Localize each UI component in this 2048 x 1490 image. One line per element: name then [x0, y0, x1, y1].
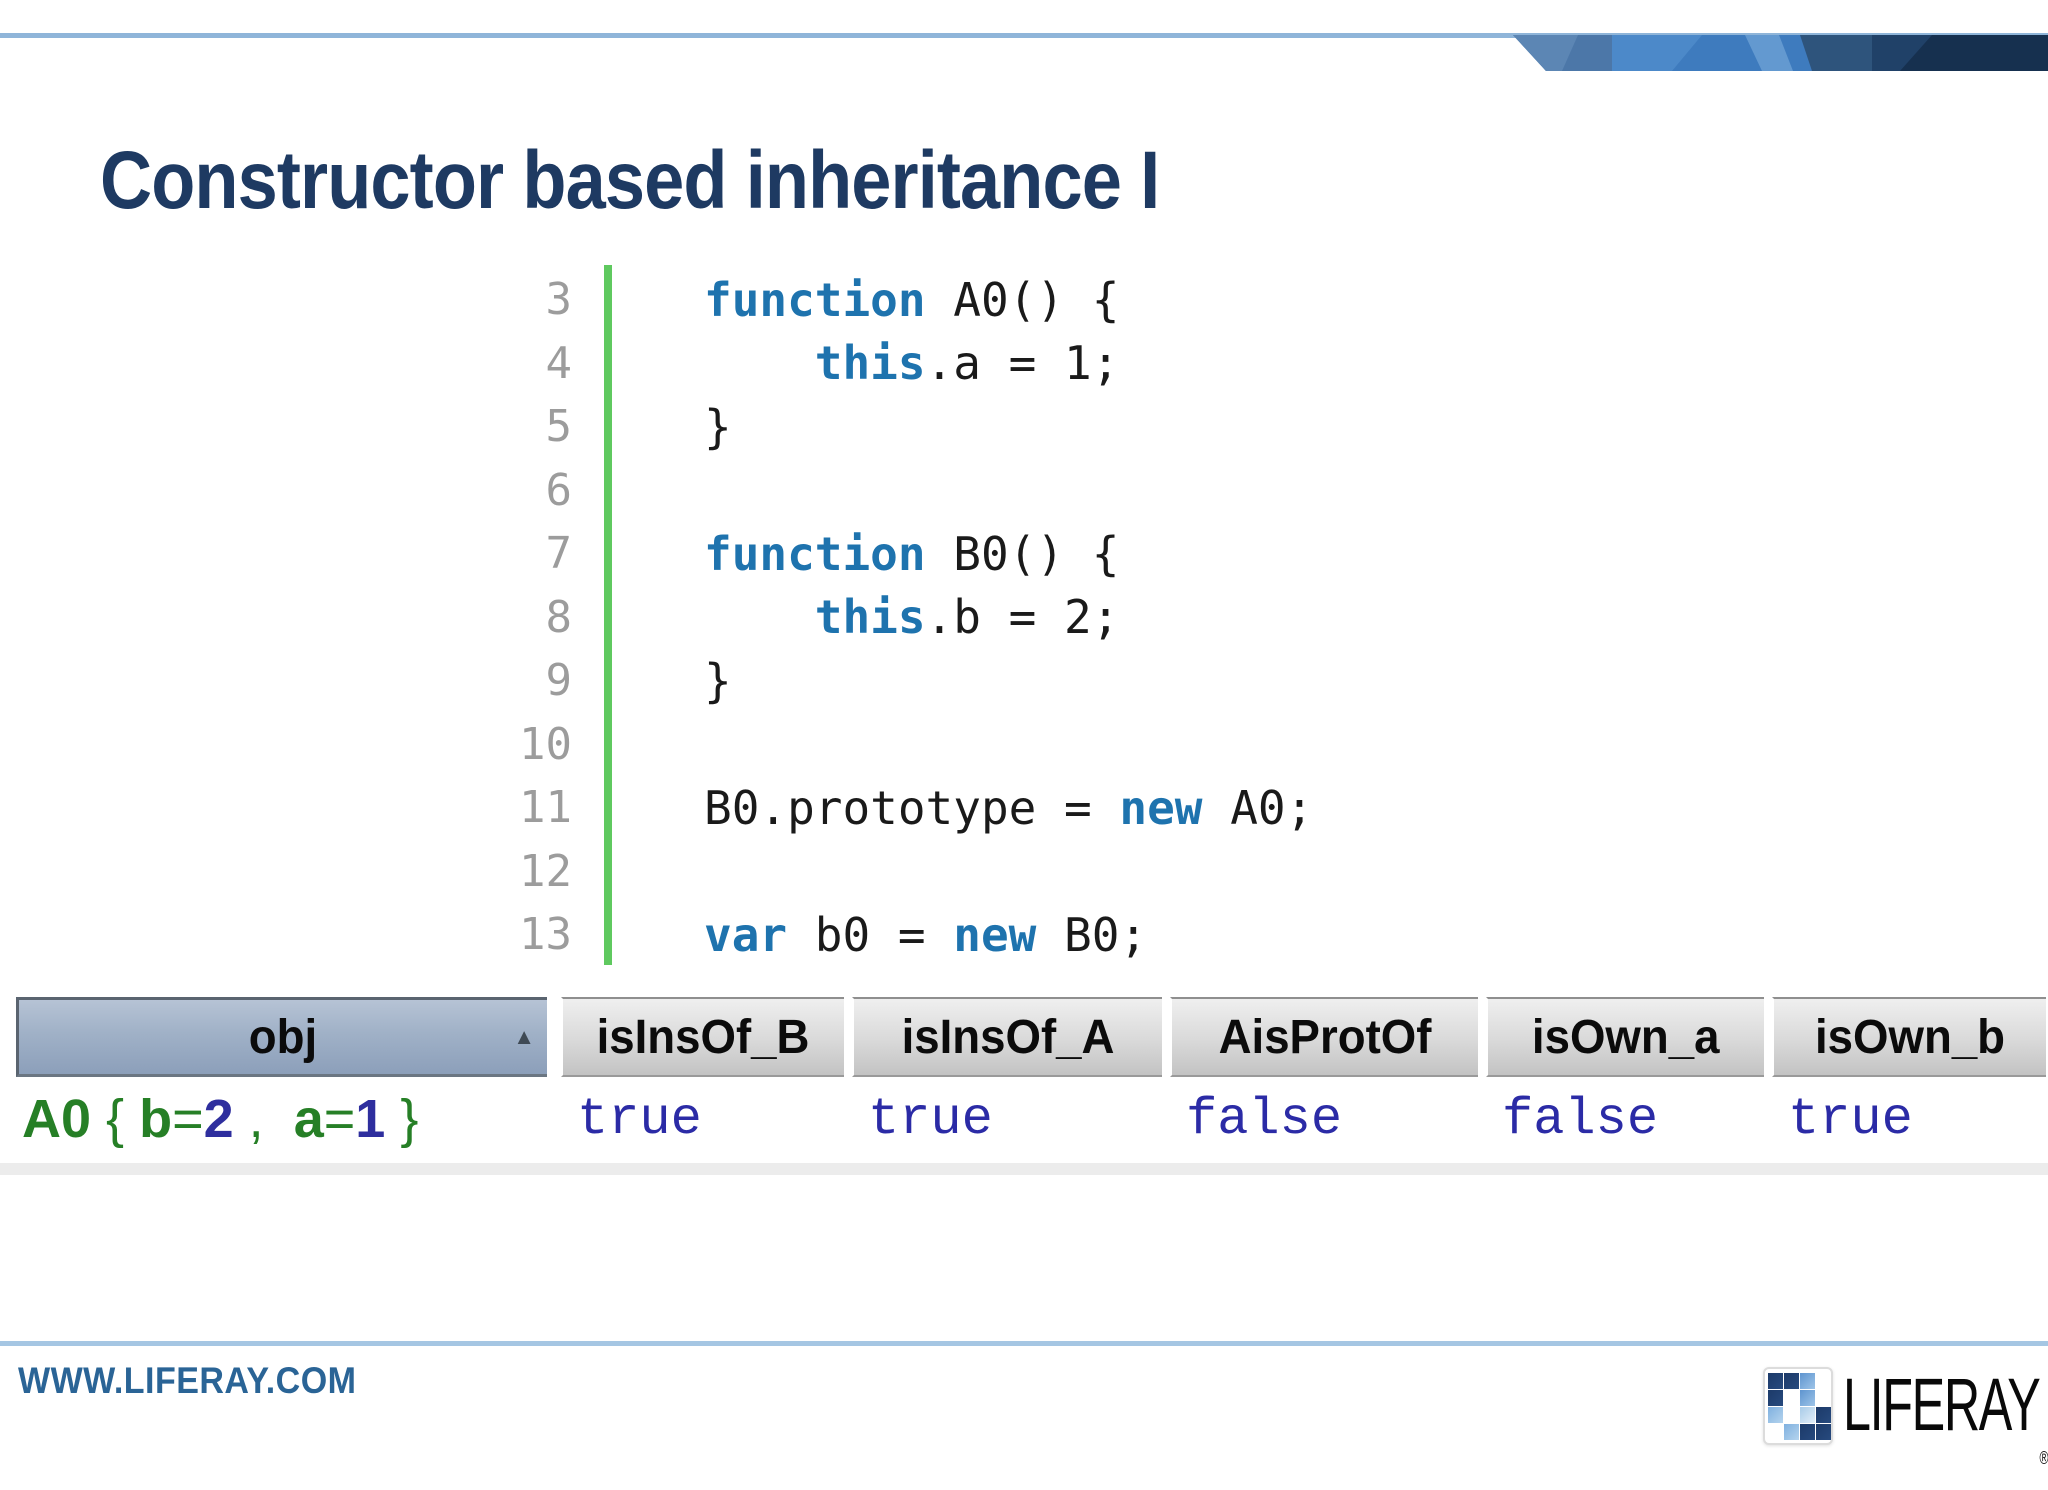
code-line: 6	[400, 459, 1313, 523]
column-header-label: isInsOf_B	[597, 1010, 810, 1064]
line-number: 4	[545, 337, 573, 389]
code-line: 11 B0.prototype = new A0;	[400, 776, 1313, 840]
column-header-isOwn_b: isOwn_b	[1772, 997, 2046, 1077]
top-rule	[0, 33, 2048, 38]
logo-pixel	[1784, 1390, 1799, 1406]
logo-pixel	[1768, 1407, 1783, 1423]
code-text: }	[704, 653, 732, 708]
code-line: 13 var b0 = new B0;	[400, 903, 1313, 967]
liferay-logo-icon	[1763, 1367, 1833, 1445]
line-number: 10	[519, 718, 572, 770]
line-number: 5	[545, 401, 573, 453]
logo-pixel	[1768, 1424, 1783, 1440]
code-line: 3 function A0() {	[400, 268, 1313, 332]
code-line: 7 function B0() {	[400, 522, 1313, 586]
column-header-label: isOwn_b	[1814, 1010, 2006, 1064]
column-header-label: isInsOf_A	[901, 1010, 1115, 1064]
table-row-separator	[0, 1163, 2048, 1175]
liferay-logo: LIFERAY®	[1763, 1367, 2048, 1490]
website-url: WWW.LIFERAY.COM	[18, 1360, 357, 1401]
column-header-isInsOf_B: isInsOf_B	[561, 997, 844, 1077]
code-text: this.a = 1;	[814, 336, 1120, 391]
logo-pixel	[1784, 1424, 1799, 1440]
code-gutter-bar	[604, 265, 612, 965]
code-text: function A0() {	[704, 272, 1120, 327]
column-header-isOwn_a: isOwn_a	[1486, 997, 1764, 1077]
value-cell-isOwn_a: false	[1502, 1089, 1659, 1149]
code-line: 4 this.a = 1;	[400, 332, 1313, 396]
registered-mark: ®	[2039, 1448, 2048, 1468]
column-header-label: isOwn_a	[1532, 1010, 1720, 1064]
page-title: Constructor based inheritance I	[100, 135, 1160, 226]
code-text: function B0() {	[704, 526, 1120, 581]
logo-pixel	[1768, 1390, 1783, 1406]
code-line: 8 this.b = 2;	[400, 586, 1313, 650]
value-cell-isInsOf_B: true	[577, 1089, 702, 1149]
column-header-AisProtOf: AisProtOf	[1170, 997, 1478, 1077]
code-line: 12	[400, 840, 1313, 904]
line-number: 7	[545, 528, 573, 580]
logo-pixel	[1816, 1407, 1831, 1423]
results-table: obj ▲ isInsOf_B isInsOf_A AisProtOf isOwn_a is…	[16, 997, 2046, 1161]
column-header-obj: obj ▲	[16, 997, 547, 1077]
obj-cell: A0 { b=2 , a=1 }	[22, 1089, 419, 1149]
logo-pixel	[1784, 1373, 1799, 1389]
liferay-wordmark-text: LIFERAY	[1843, 1363, 2041, 1446]
code-line: 10	[400, 713, 1313, 777]
line-number: 3	[545, 274, 573, 326]
line-number: 6	[545, 464, 573, 516]
sort-asc-icon: ▲	[513, 1024, 535, 1049]
logo-pixel	[1800, 1373, 1815, 1389]
line-number: 12	[519, 845, 572, 897]
logo-pixel	[1816, 1390, 1831, 1406]
line-number: 9	[545, 655, 573, 707]
logo-pixel	[1816, 1424, 1831, 1440]
liferay-wordmark: LIFERAY®	[1843, 1368, 2048, 1490]
value-cell-isInsOf_A: true	[868, 1089, 993, 1149]
column-header-isInsOf_A: isInsOf_A	[852, 997, 1162, 1077]
code-line: 9}	[400, 649, 1313, 713]
value-cell-AisProtOf: false	[1186, 1089, 1343, 1149]
code-text: }	[704, 399, 732, 454]
line-number: 13	[519, 909, 572, 961]
logo-pixel	[1800, 1390, 1815, 1406]
column-header-label: AisProtOf	[1218, 1010, 1432, 1064]
table-header-row: obj ▲ isInsOf_B isInsOf_A AisProtOf isOwn_a is…	[16, 997, 2046, 1077]
logo-pixel	[1768, 1373, 1783, 1389]
footer-rule	[0, 1341, 2048, 1346]
value-cell-isOwn_b: true	[1788, 1089, 1913, 1149]
liferay-logo-grid	[1768, 1373, 1831, 1440]
logo-pixel	[1800, 1424, 1815, 1440]
line-number: 11	[519, 782, 572, 834]
logo-pixel	[1800, 1407, 1815, 1423]
code-text: var b0 = new B0;	[704, 907, 1148, 962]
code-line: 5}	[400, 395, 1313, 459]
column-header-label: obj	[248, 1010, 318, 1064]
code-text: B0.prototype = new A0;	[704, 780, 1314, 835]
code-text: this.b = 2;	[814, 590, 1120, 645]
logo-pixel	[1816, 1373, 1831, 1389]
table-row: A0 { b=2 , a=1 } true true false false true	[16, 1077, 2046, 1161]
line-number: 8	[545, 591, 573, 643]
logo-pixel	[1784, 1407, 1799, 1423]
header-ribbon-decoration	[1513, 35, 2048, 71]
